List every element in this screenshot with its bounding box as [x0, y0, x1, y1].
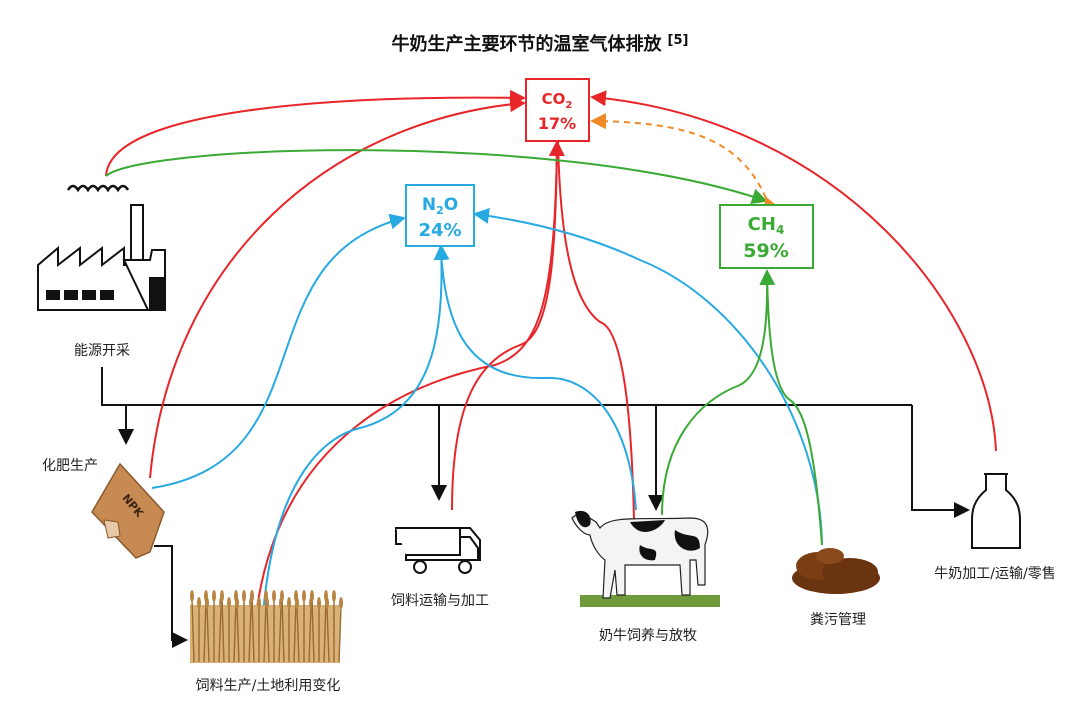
fertilizer-label: 化肥生产 — [42, 458, 98, 474]
dairy-cows-label: 奶牛饲养与放牧 — [599, 628, 697, 644]
co2-formula: CO — [542, 90, 566, 108]
dairy-cow-icon — [571, 510, 720, 607]
co2-ch4-conversion-link — [590, 113, 780, 215]
production-flow-lines — [101, 367, 970, 648]
ch4-formula: CH — [748, 214, 776, 235]
co2-flow-lines — [105, 89, 997, 616]
ch4-box: CH4 59% — [719, 204, 814, 269]
milk-label: 牛奶加工/运输/零售 — [934, 566, 1055, 582]
manure-label: 粪污管理 — [810, 612, 866, 628]
crop-field-icon — [190, 590, 343, 663]
n2o-flow-lines — [151, 207, 823, 616]
svg-text:CO2: CO2 — [542, 90, 573, 111]
svg-text:CH4: CH4 — [748, 214, 785, 237]
n2o-share: 24% — [418, 220, 461, 241]
manure-icon — [792, 548, 880, 594]
feed-transport-label: 饲料运输与加工 — [391, 593, 489, 609]
co2-box: CO2 17% — [525, 78, 590, 142]
diagram-title: 牛奶生产主要环节的温室气体排放[5] — [392, 33, 689, 55]
factory-icon — [37, 184, 166, 311]
svg-text:N2O: N2O — [422, 195, 458, 217]
n2o-box: N2O 24% — [405, 184, 475, 247]
ch4-share: 59% — [743, 240, 788, 262]
energy-label: 能源开采 — [74, 343, 130, 359]
co2-share: 17% — [538, 114, 576, 133]
fertilizer-bag-icon: NPK — [91, 462, 165, 559]
n2o-formula-n: N — [422, 195, 436, 215]
feed-production-label: 饲料生产/土地利用变化 — [196, 678, 341, 694]
milk-bottle-icon — [971, 473, 1021, 549]
truck-icon — [395, 527, 481, 574]
